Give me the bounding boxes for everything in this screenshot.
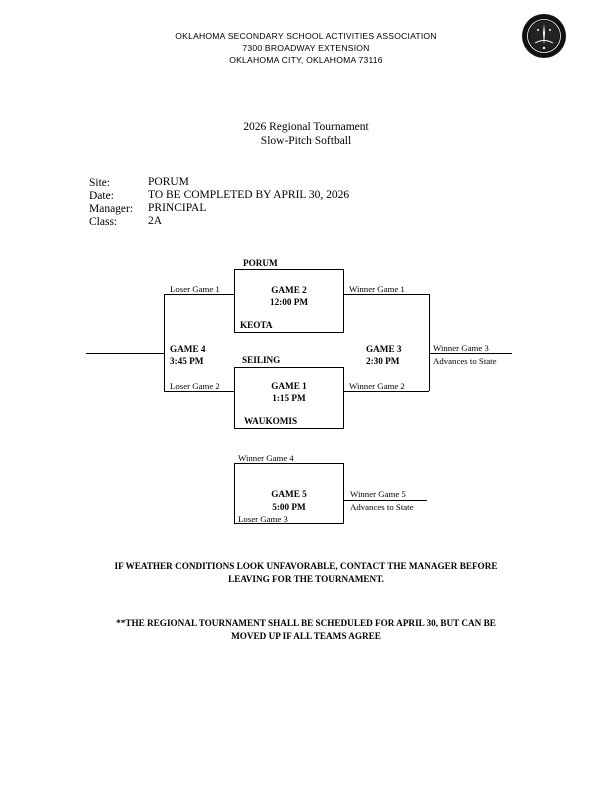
- class-label: Class:: [89, 216, 118, 228]
- org-city: OKLAHOMA CITY, OKLAHOMA 73116: [229, 55, 383, 65]
- weather-note-line-1: IF WEATHER CONDITIONS LOOK UNFAVORABLE, …: [114, 561, 498, 571]
- game-5-name: GAME 5: [271, 489, 307, 499]
- org-address: 7300 BROADWAY EXTENSION: [242, 43, 370, 53]
- winner-game-3-label: Winner Game 3: [433, 343, 489, 353]
- team-waukomis: WAUKOMIS: [244, 416, 298, 426]
- game-4-bracket-line: [164, 294, 165, 391]
- advances-to-state-label-1: Advances to State: [433, 356, 497, 366]
- winner-game-5-label: Winner Game 5: [350, 489, 406, 499]
- schedule-note-line-2: MOVED UP IF ALL TEAMS AGREE: [231, 631, 381, 641]
- site-label: Site:: [89, 177, 111, 189]
- game-3-winner-line: [429, 353, 512, 354]
- team-seiling: SEILING: [242, 355, 281, 365]
- game-3-name: GAME 3: [366, 344, 402, 354]
- loser-game-2-line: [164, 391, 234, 392]
- advances-to-state-label-2: Advances to State: [350, 502, 414, 512]
- ossaa-seal-logo: [522, 14, 566, 58]
- loser-game-1-line: [164, 294, 234, 295]
- loser-game-3-label: Loser Game 3: [238, 514, 288, 524]
- manager-value: PRINCIPAL: [148, 202, 207, 214]
- winner-game-1-line: [344, 294, 429, 295]
- game-1-time: 1:15 PM: [272, 393, 306, 403]
- loser-game-1-label: Loser Game 1: [170, 284, 220, 294]
- manager-label: Manager:: [89, 203, 134, 215]
- tournament-title: 2026 Regional Tournament: [243, 121, 369, 133]
- class-value: 2A: [148, 215, 163, 227]
- winner-game-2-label: Winner Game 2: [349, 381, 405, 391]
- game-5-time: 5:00 PM: [272, 502, 306, 512]
- org-name: OKLAHOMA SECONDARY SCHOOL ACTIVITIES ASS…: [175, 31, 437, 41]
- winner-game-4-label: Winner Game 4: [238, 453, 294, 463]
- site-value: PORUM: [148, 176, 189, 188]
- game-3-time: 2:30 PM: [366, 356, 400, 366]
- game-2-name: GAME 2: [271, 285, 307, 295]
- winner-game-2-line: [344, 391, 429, 392]
- team-keota: KEOTA: [240, 320, 273, 330]
- weather-note-line-2: LEAVING FOR THE TOURNAMENT.: [228, 574, 384, 584]
- game-1-box: [234, 367, 344, 429]
- game-4-time: 3:45 PM: [170, 356, 204, 366]
- date-value: TO BE COMPLETED BY APRIL 30, 2026: [148, 189, 350, 201]
- winner-game-1-label: Winner Game 1: [349, 284, 405, 294]
- loser-game-2-label: Loser Game 2: [170, 381, 220, 391]
- date-label: Date:: [89, 190, 114, 202]
- game-4-winner-line: [86, 353, 164, 354]
- tournament-sport: Slow-Pitch Softball: [260, 135, 352, 147]
- schedule-note-line-1: **THE REGIONAL TOURNAMENT SHALL BE SCHED…: [116, 618, 496, 628]
- game-5-box: [234, 463, 344, 524]
- game-1-name: GAME 1: [271, 381, 307, 391]
- game-4-name: GAME 4: [170, 344, 206, 354]
- team-porum: PORUM: [243, 258, 278, 268]
- game-2-box: [234, 269, 344, 333]
- game-2-time: 12:00 PM: [269, 297, 308, 307]
- game-5-winner-line: [344, 500, 427, 501]
- game-3-bracket-line: [429, 294, 430, 391]
